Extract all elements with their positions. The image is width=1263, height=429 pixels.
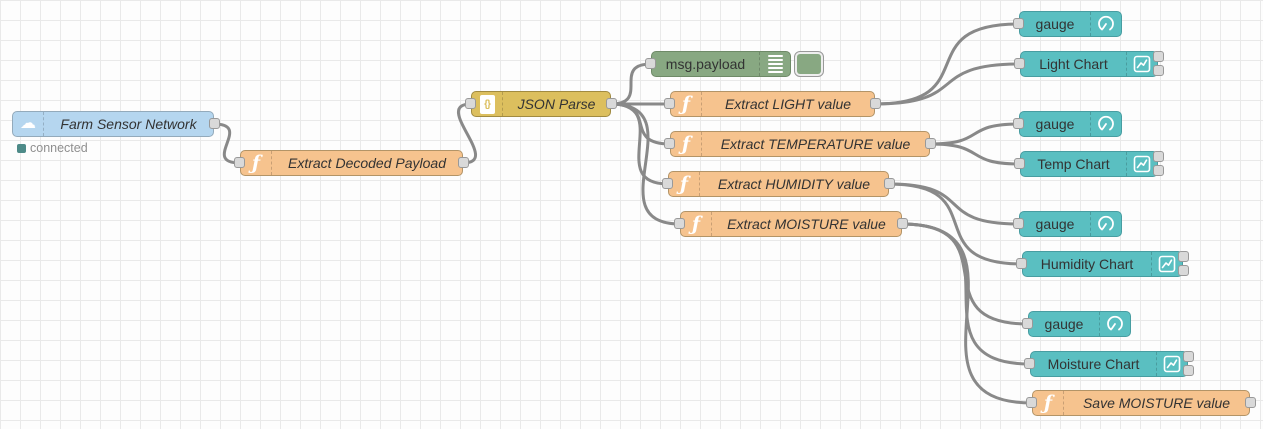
gauge-icon xyxy=(1090,12,1121,36)
debug-output-icon xyxy=(759,52,790,76)
node-label: JSON Parse xyxy=(517,96,596,112)
wire[interactable] xyxy=(928,122,1021,146)
node-extract-decoded[interactable]: ƒ Extract Decoded Payload xyxy=(234,150,469,176)
node-label: gauge xyxy=(1044,316,1084,332)
debug-toggle-button[interactable] xyxy=(794,51,824,77)
node-extract-light[interactable]: ƒ Extract LIGHT value xyxy=(664,91,881,117)
function-icon: ƒ xyxy=(671,132,702,156)
output-port[interactable] xyxy=(1183,351,1194,362)
node-gauge-light[interactable]: gauge xyxy=(1013,11,1122,37)
output-port[interactable] xyxy=(1153,165,1164,176)
output-port[interactable] xyxy=(606,98,617,109)
gauge-icon xyxy=(1090,112,1121,136)
gauge-icon xyxy=(1099,312,1130,336)
chart-icon xyxy=(1151,252,1182,276)
node-msg-payload[interactable]: msg.payload xyxy=(645,51,791,77)
json-icon: {} xyxy=(472,92,503,116)
input-port[interactable] xyxy=(1013,218,1024,229)
wire[interactable] xyxy=(887,182,1024,266)
node-status: connected xyxy=(17,141,88,155)
input-port[interactable] xyxy=(1013,18,1024,29)
output-port[interactable] xyxy=(1178,265,1189,276)
output-port[interactable] xyxy=(458,157,469,168)
cloud-icon: ☁ xyxy=(13,112,44,136)
node-label: gauge xyxy=(1035,116,1075,132)
output-port[interactable] xyxy=(1153,151,1164,162)
input-port[interactable] xyxy=(664,98,675,109)
input-port[interactable] xyxy=(1024,358,1035,369)
node-label: Temp Chart xyxy=(1037,156,1110,172)
wire[interactable] xyxy=(928,142,1022,166)
node-farm-sensor[interactable]: ☁ Farm Sensor Network xyxy=(12,111,220,137)
node-label: Farm Sensor Network xyxy=(60,116,197,132)
input-port[interactable] xyxy=(1013,118,1024,129)
node-label: Humidity Chart xyxy=(1040,256,1134,272)
output-port[interactable] xyxy=(1245,397,1256,408)
input-port[interactable] xyxy=(674,218,685,229)
node-temp-chart[interactable]: Temp Chart xyxy=(1014,151,1164,177)
input-port[interactable] xyxy=(662,178,673,189)
node-label: msg.payload xyxy=(665,56,746,72)
output-port[interactable] xyxy=(870,98,881,109)
input-port[interactable] xyxy=(645,58,656,69)
debug-toggle-state xyxy=(797,54,821,74)
node-label: Extract Decoded Payload xyxy=(288,155,446,171)
input-port[interactable] xyxy=(1016,258,1027,269)
wire[interactable] xyxy=(457,102,477,165)
wire[interactable] xyxy=(609,102,682,226)
node-label: Save MOISTURE value xyxy=(1082,395,1231,411)
wire[interactable] xyxy=(900,222,1034,405)
status-text: connected xyxy=(30,141,88,155)
node-light-chart[interactable]: Light Chart xyxy=(1014,51,1164,77)
node-gauge-humidity[interactable]: gauge xyxy=(1013,211,1122,237)
function-icon: ƒ xyxy=(671,92,702,116)
node-label: gauge xyxy=(1035,216,1075,232)
node-label: Extract LIGHT value xyxy=(724,96,852,112)
function-icon: ƒ xyxy=(681,212,712,236)
input-port[interactable] xyxy=(465,98,476,109)
node-extract-temp[interactable]: ƒ Extract TEMPERATURE value xyxy=(664,131,936,157)
node-label: Extract HUMIDITY value xyxy=(717,176,871,192)
wire[interactable] xyxy=(212,122,242,165)
output-port[interactable] xyxy=(1153,65,1164,76)
output-port[interactable] xyxy=(1153,51,1164,62)
node-label: Moisture Chart xyxy=(1047,356,1140,372)
gauge-icon xyxy=(1090,212,1121,236)
node-label: Light Chart xyxy=(1039,56,1108,72)
wire[interactable] xyxy=(873,62,1022,106)
wire[interactable] xyxy=(609,62,653,106)
output-port[interactable] xyxy=(897,218,908,229)
node-label: Extract TEMPERATURE value xyxy=(720,136,911,152)
function-icon: ƒ xyxy=(1033,391,1064,415)
output-port[interactable] xyxy=(925,138,936,149)
input-port[interactable] xyxy=(1014,58,1025,69)
chart-icon xyxy=(1156,352,1187,376)
chart-icon xyxy=(1126,152,1157,176)
node-extract-humidity[interactable]: ƒ Extract HUMIDITY value xyxy=(662,171,895,197)
output-port[interactable] xyxy=(1183,365,1194,376)
node-gauge-moisture[interactable]: gauge xyxy=(1022,311,1131,337)
input-port[interactable] xyxy=(1014,158,1025,169)
node-humidity-chart[interactable]: Humidity Chart xyxy=(1016,251,1189,277)
node-moisture-chart[interactable]: Moisture Chart xyxy=(1024,351,1194,377)
input-port[interactable] xyxy=(664,138,675,149)
chart-icon xyxy=(1126,52,1157,76)
node-label: Extract MOISTURE value xyxy=(727,216,886,232)
input-port[interactable] xyxy=(1026,397,1037,408)
output-port[interactable] xyxy=(209,118,220,129)
function-icon: ƒ xyxy=(241,151,272,175)
output-port[interactable] xyxy=(1178,251,1189,262)
input-port[interactable] xyxy=(234,157,245,168)
node-save-moisture[interactable]: ƒ Save MOISTURE value xyxy=(1026,390,1256,416)
output-port[interactable] xyxy=(884,178,895,189)
status-dot xyxy=(17,143,26,153)
node-label: gauge xyxy=(1035,16,1075,32)
node-extract-moisture[interactable]: ƒ Extract MOISTURE value xyxy=(674,211,908,237)
node-json-parse[interactable]: {} JSON Parse xyxy=(465,91,617,117)
node-gauge-temp[interactable]: gauge xyxy=(1013,111,1122,137)
input-port[interactable] xyxy=(1022,318,1033,329)
function-icon: ƒ xyxy=(669,172,700,196)
